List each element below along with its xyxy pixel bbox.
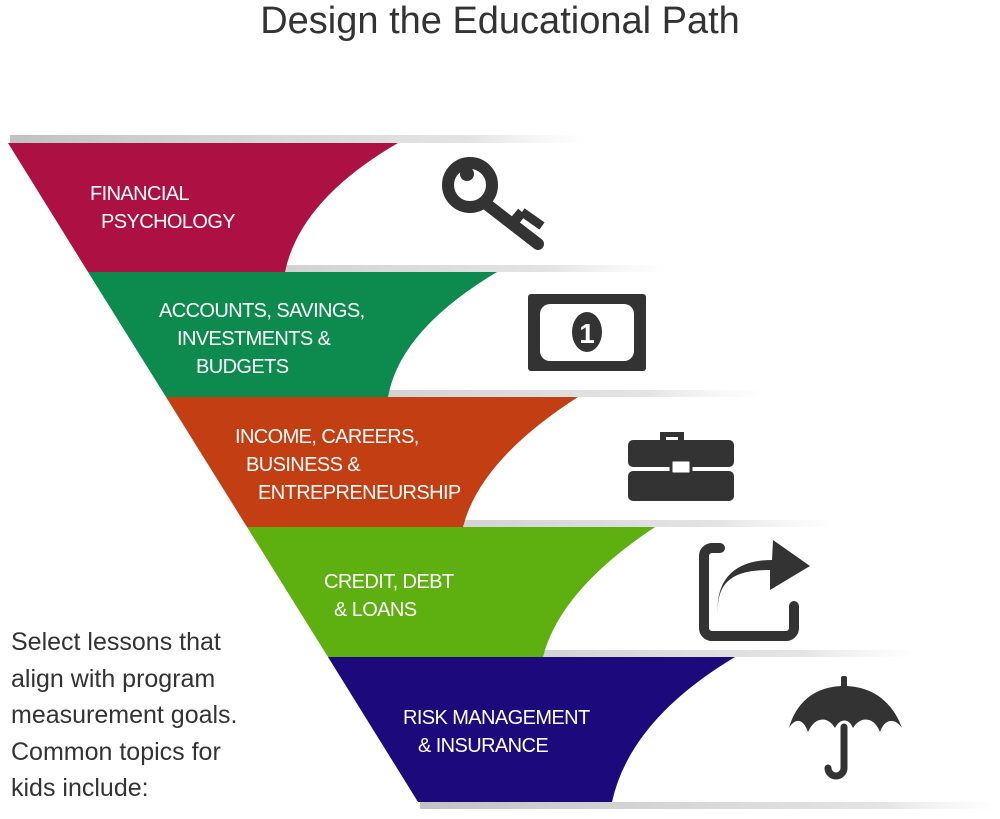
band-shadow — [420, 802, 1000, 809]
label-line: FINANCIAL — [90, 183, 190, 205]
label-line: INVESTMENTS & — [177, 328, 331, 350]
band-shadow — [90, 265, 670, 272]
label-line: & LOANS — [334, 599, 417, 621]
band-income-careers — [166, 397, 578, 527]
umbrella-icon — [789, 676, 902, 780]
label-line: & INSURANCE — [418, 735, 549, 757]
label-line: CREDIT, DEBT — [324, 571, 454, 593]
band-label-financial-psychology: FINANCIAL PSYCHOLOGY — [90, 180, 236, 236]
band-shadow — [10, 135, 590, 143]
band-label-accounts: ACCOUNTS, SAVINGS, INVESTMENTS & BUDGETS — [159, 297, 365, 381]
briefcase-icon — [628, 432, 734, 501]
band-risk-management — [328, 657, 735, 802]
intro-line: measurement goals. — [11, 701, 238, 729]
key-icon — [442, 157, 545, 250]
intro-line: kids include: — [11, 774, 149, 802]
label-line: BUSINESS & — [246, 454, 361, 476]
label-line: RISK MANAGEMENT — [403, 707, 590, 729]
band-shadow — [168, 390, 768, 397]
band-label-income: INCOME, CAREERS, BUSINESS & ENTREPRENEUR… — [235, 423, 461, 507]
label-line: ACCOUNTS, SAVINGS, — [159, 300, 365, 322]
label-line: ENTREPRENEURSHIP — [258, 482, 461, 504]
page-title: Design the Educational Path — [260, 0, 740, 42]
band-label-risk: RISK MANAGEMENT & INSURANCE — [403, 704, 590, 760]
band-accounts-savings — [88, 272, 497, 397]
share-arrow-icon — [699, 540, 810, 641]
intro-line: Select lessons that — [11, 628, 221, 656]
label-line: BUDGETS — [196, 356, 289, 378]
band-shadow — [249, 520, 839, 527]
band-label-credit: CREDIT, DEBT & LOANS — [324, 568, 454, 624]
intro-line: align with program — [11, 664, 216, 693]
svg-text:1: 1 — [579, 318, 595, 349]
intro-text: Select lessons that align with program m… — [11, 624, 238, 807]
band-shadow — [330, 650, 920, 657]
dollar-bill-icon: 1 — [528, 294, 646, 371]
band-credit-debt — [247, 527, 655, 657]
label-line: PSYCHOLOGY — [101, 211, 236, 233]
label-line: INCOME, CAREERS, — [235, 426, 419, 448]
band-financial-psychology — [8, 143, 398, 272]
intro-line: Common topics for — [11, 737, 221, 766]
